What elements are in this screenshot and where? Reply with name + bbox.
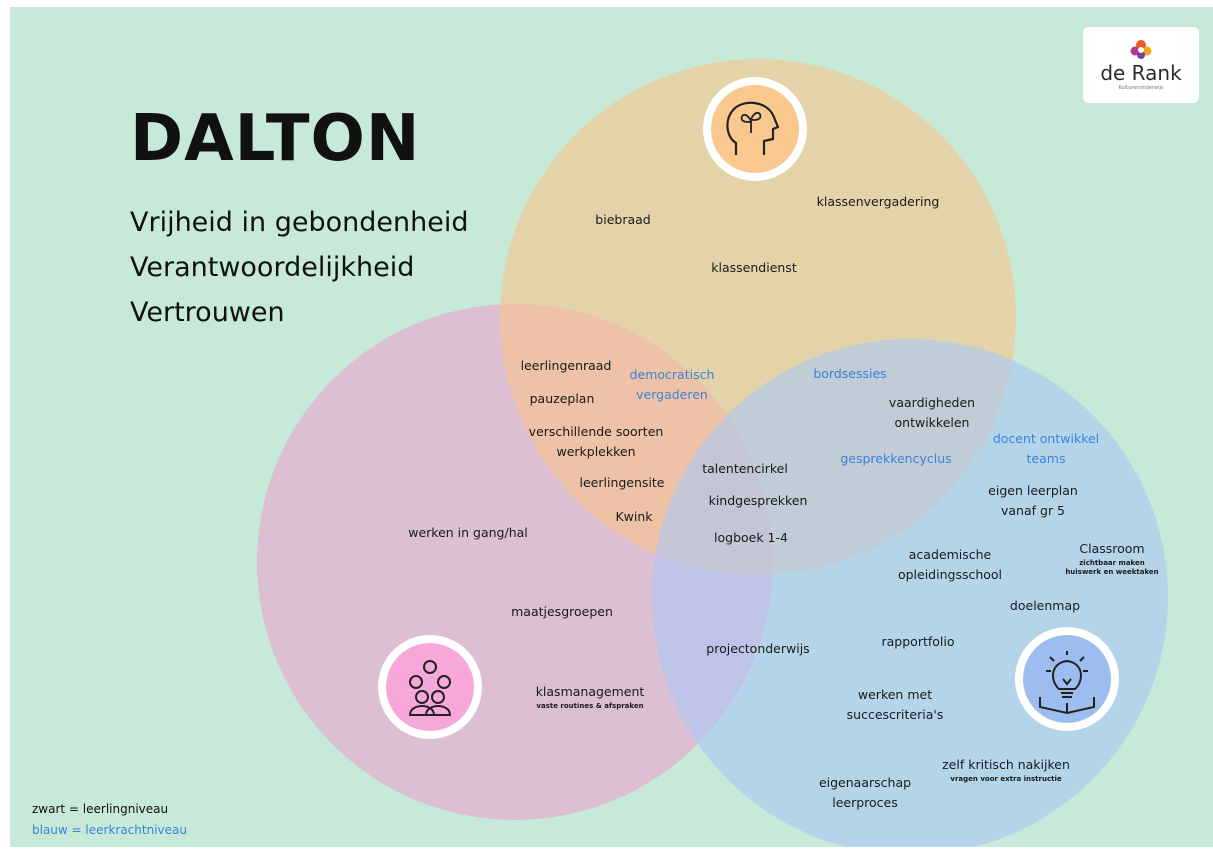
- legend-black: zwart = leerlingniveau: [32, 802, 169, 816]
- label-ontwikkelen: ontwikkelen: [894, 415, 970, 430]
- label-talentencirkel: talentencirkel: [702, 461, 788, 476]
- venn-diagram: [257, 59, 1168, 847]
- label-bordsessies: bordsessies: [813, 366, 887, 381]
- label-opleidingsschool: opleidingsschool: [897, 567, 1003, 582]
- label-gesprekkencyclus: gesprekkencyclus: [840, 451, 952, 466]
- zelf-kritisch-subtitle: vragen voor extra instructie: [950, 775, 1062, 783]
- label-biebraad: biebraad: [595, 212, 651, 227]
- label-klassenvergadering: klassenvergadering: [816, 194, 940, 209]
- label-maatjesgroepen: maatjesgroepen: [511, 604, 613, 619]
- label-vanaf-gr5: vanaf gr 5: [1000, 503, 1066, 518]
- head-plant-icon: [703, 77, 807, 181]
- label-werken-met: werken met: [857, 687, 933, 702]
- label-zelf-kritisch: zelf kritisch nakijken vragen voor extra…: [942, 755, 1070, 784]
- klasmanagement-title: klasmanagement: [535, 684, 645, 699]
- label-pauzeplan: pauzeplan: [529, 391, 595, 406]
- label-eigen-leerplan: eigen leerplan: [988, 483, 1078, 498]
- label-klassendienst: klassendienst: [711, 260, 797, 275]
- label-eigenaarschap: eigenaarschap: [818, 775, 912, 790]
- logo-flower-icon: [1130, 40, 1152, 59]
- label-kwink: Kwink: [615, 509, 653, 524]
- label-vaardigheden: vaardigheden: [888, 395, 976, 410]
- label-leerlingenraad: leerlingenraad: [520, 358, 612, 373]
- label-academische: academische: [908, 547, 992, 562]
- label-vergaderen: vergaderen: [636, 387, 708, 402]
- label-leerlingensite: leerlingensite: [579, 475, 665, 490]
- label-democratisch: democratisch: [629, 367, 715, 382]
- label-teams: teams: [1026, 451, 1066, 466]
- label-leerproces: leerproces: [832, 795, 898, 810]
- label-verschillende-soorten: verschillende soorten: [528, 424, 664, 439]
- label-classroom: Classroom zichtbaar maken huiswerk en we…: [1062, 539, 1162, 577]
- label-klasmanagement: klasmanagement vaste routines & afsprake…: [536, 682, 645, 711]
- klasmanagement-subtitle: vaste routines & afspraken: [536, 702, 644, 710]
- label-succescriteria: succescriteria's: [846, 707, 944, 722]
- label-werken-in-gang: werken in gang/hal: [408, 525, 528, 540]
- label-werkplekken: werkplekken: [556, 444, 636, 459]
- group-people-icon: [378, 635, 482, 739]
- label-rapportfolio: rapportfolio: [881, 634, 955, 649]
- classroom-subtitle: zichtbaar maken huiswerk en weektaken: [1065, 559, 1159, 576]
- classroom-title: Classroom: [1079, 541, 1145, 556]
- de-rank-logo: de Rank Kulturenonderwijs: [1083, 27, 1199, 103]
- pillar-freedom: Vrijheid in gebondenheid: [130, 207, 469, 238]
- label-projectonderwijs: projectonderwijs: [706, 641, 810, 656]
- label-logboek: logboek 1-4: [714, 530, 788, 545]
- pillar-trust: Vertrouwen: [130, 297, 285, 328]
- lightbulb-book-icon: [1015, 627, 1119, 731]
- label-doelenmap: doelenmap: [1009, 598, 1081, 613]
- label-kindgesprekken: kindgesprekken: [708, 493, 808, 508]
- logo-tagline: Kulturenonderwijs: [1118, 85, 1164, 91]
- page-title: DALTON: [130, 102, 421, 176]
- legend-blue: blauw = leerkrachtniveau: [32, 823, 187, 837]
- label-docent-ontwikkel: docent ontwikkel: [992, 431, 1100, 446]
- pillar-responsibility: Verantwoordelijkheid: [130, 252, 415, 283]
- zelf-kritisch-title: zelf kritisch nakijken: [942, 757, 1070, 772]
- poster-canvas: de Rank Kulturenonderwijs DALTON Vrijhei…: [10, 7, 1213, 847]
- logo-name: de Rank: [1100, 61, 1182, 85]
